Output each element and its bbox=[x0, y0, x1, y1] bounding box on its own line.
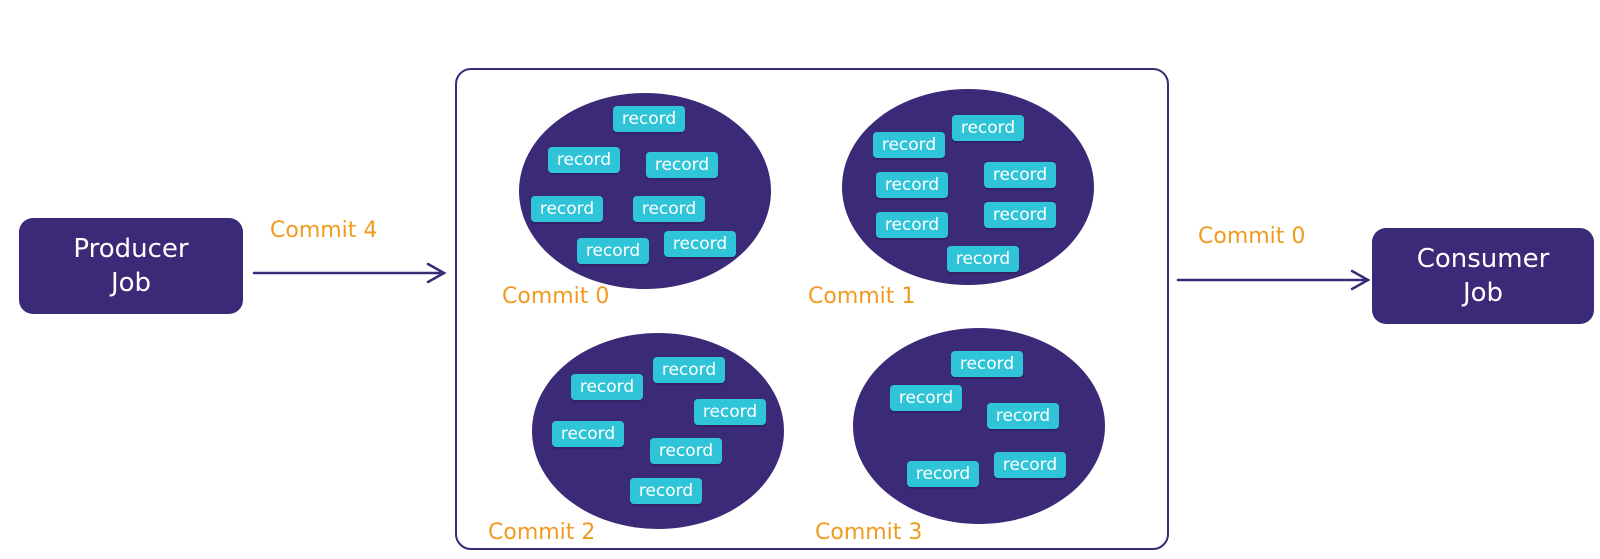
commit-1-record: record bbox=[984, 202, 1056, 228]
commit-2-record: record bbox=[650, 438, 722, 464]
commit-3-record: record bbox=[907, 461, 979, 487]
commit-2-label: Commit 2 bbox=[488, 520, 596, 545]
incoming-arrow bbox=[252, 262, 447, 284]
outgoing-commit-label: Commit 0 bbox=[1198, 224, 1306, 249]
commit-3-record: record bbox=[987, 403, 1059, 429]
commit-0-record: record bbox=[646, 152, 718, 178]
commit-3-record: record bbox=[994, 452, 1066, 478]
commit-1-record: record bbox=[984, 162, 1056, 188]
commit-log-container bbox=[455, 68, 1169, 550]
consumer-job-line1: Consumer bbox=[1416, 244, 1550, 274]
commit-3-record: record bbox=[890, 385, 962, 411]
producer-job-line1: Producer bbox=[73, 234, 189, 264]
consumer-job-box: Consumer Job bbox=[1372, 228, 1594, 324]
commit-0-record: record bbox=[664, 231, 736, 257]
commit-1-label: Commit 1 bbox=[808, 284, 916, 309]
commit-0-record: record bbox=[633, 196, 705, 222]
commit-0-record: record bbox=[548, 147, 620, 173]
incoming-commit-label: Commit 4 bbox=[270, 218, 378, 243]
outgoing-arrow bbox=[1176, 269, 1371, 291]
commit-2-record: record bbox=[630, 478, 702, 504]
commit-0-record: record bbox=[531, 196, 603, 222]
commit-1-record: record bbox=[876, 172, 948, 198]
commit-2-record: record bbox=[552, 421, 624, 447]
commit-1-record: record bbox=[876, 212, 948, 238]
commit-2-record: record bbox=[694, 399, 766, 425]
commit-0-label: Commit 0 bbox=[502, 284, 610, 309]
commit-2-record: record bbox=[653, 357, 725, 383]
commit-1-record: record bbox=[947, 246, 1019, 272]
commit-1-record: record bbox=[952, 115, 1024, 141]
commit-0-record: record bbox=[613, 106, 685, 132]
commit-1-record: record bbox=[873, 132, 945, 158]
commit-0-record: record bbox=[577, 238, 649, 264]
producer-job-line2: Job bbox=[110, 268, 152, 298]
commit-2-record: record bbox=[571, 374, 643, 400]
commit-3-record: record bbox=[951, 351, 1023, 377]
producer-job-box: Producer Job bbox=[19, 218, 243, 314]
consumer-job-line2: Job bbox=[1462, 278, 1504, 308]
commit-3-label: Commit 3 bbox=[815, 520, 923, 545]
